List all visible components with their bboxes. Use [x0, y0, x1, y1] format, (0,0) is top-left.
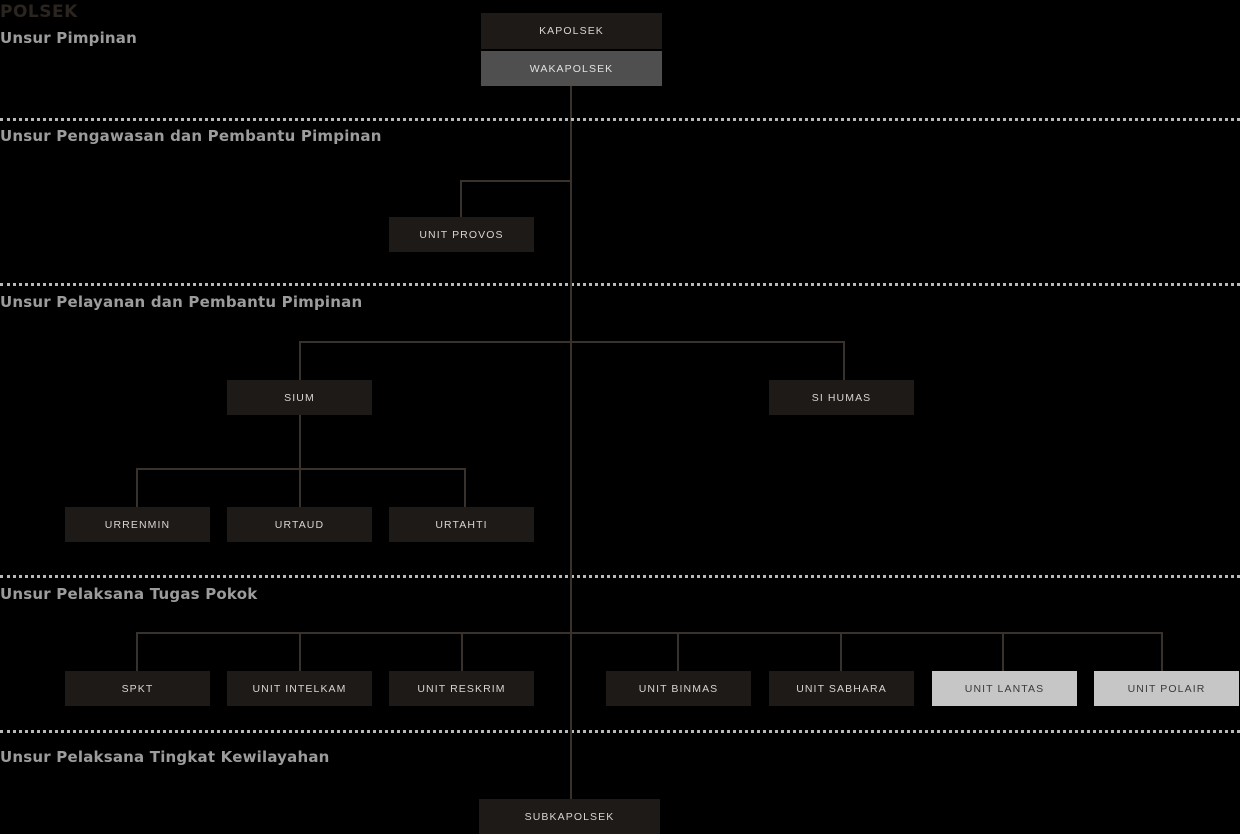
node-unit-reskrim[interactable]: UNIT RESKRIM — [389, 671, 534, 706]
connector-binmas-drop — [677, 632, 679, 671]
node-unit-intelkam[interactable]: UNIT INTELKAM — [227, 671, 372, 706]
node-si-humas[interactable]: SI HUMAS — [769, 380, 914, 415]
connector-provos-horizontal — [460, 180, 572, 182]
connector-polair-drop — [1161, 632, 1163, 671]
connector-intelkam-drop — [299, 632, 301, 671]
connector-trunk-provos — [570, 136, 572, 283]
node-urtahti[interactable]: URTAHTI — [389, 507, 534, 542]
connector-provos-vertical — [460, 180, 462, 217]
node-unit-provos[interactable]: UNIT PROVOS — [389, 217, 534, 252]
node-spkt[interactable]: SPKT — [65, 671, 210, 706]
node-unit-binmas[interactable]: UNIT BINMAS — [606, 671, 751, 706]
connector-urrenmin-drop — [136, 468, 138, 507]
connector-pelayanan-bus — [299, 341, 845, 343]
section-label-pengawasan: Unsur Pengawasan dan Pembantu Pimpinan — [0, 127, 382, 145]
node-unit-polair[interactable]: UNIT POLAIR — [1094, 671, 1239, 706]
page-title: POLSEK — [0, 2, 78, 22]
connector-trunk-pelayanan — [570, 283, 572, 575]
connector-urtaud-drop — [299, 468, 301, 507]
connector-sium-to-children — [299, 415, 301, 468]
connector-sabhara-drop — [840, 632, 842, 671]
connector-trunk-top — [570, 86, 572, 136]
node-urtaud[interactable]: URTAUD — [227, 507, 372, 542]
connector-sihumas-drop — [843, 341, 845, 380]
node-kapolsek[interactable]: KAPOLSEK — [481, 13, 662, 49]
connector-pelaksana-bus — [136, 632, 1162, 634]
node-subkapolsek[interactable]: SUBKAPOLSEK — [479, 799, 660, 834]
connector-lantas-drop — [1002, 632, 1004, 671]
section-label-pimpinan: Unsur Pimpinan — [0, 29, 138, 47]
section-divider-3 — [0, 575, 1240, 578]
node-wakapolsek[interactable]: WAKAPOLSEK — [481, 51, 662, 86]
node-unit-sabhara[interactable]: UNIT SABHARA — [769, 671, 914, 706]
section-divider-1 — [0, 118, 1240, 121]
connector-spkt-drop — [136, 632, 138, 671]
section-divider-2 — [0, 283, 1240, 286]
connector-urtahti-drop — [464, 468, 466, 507]
connector-sium-children-bus — [136, 468, 466, 470]
connector-trunk-subkapolsek — [570, 730, 572, 799]
section-label-pelayanan: Unsur Pelayanan dan Pembantu Pimpinan — [0, 293, 363, 311]
connector-sium-drop — [299, 341, 301, 380]
connector-reskrim-drop — [461, 632, 463, 671]
section-label-kewilayahan: Unsur Pelaksana Tingkat Kewilayahan — [0, 748, 330, 766]
node-unit-lantas[interactable]: UNIT LANTAS — [932, 671, 1077, 706]
node-sium[interactable]: SIUM — [227, 380, 372, 415]
node-urrenmin[interactable]: URRENMIN — [65, 507, 210, 542]
section-label-pelaksana: Unsur Pelaksana Tugas Pokok — [0, 585, 258, 603]
section-divider-4 — [0, 730, 1240, 733]
connector-trunk-pelaksana — [570, 575, 572, 730]
